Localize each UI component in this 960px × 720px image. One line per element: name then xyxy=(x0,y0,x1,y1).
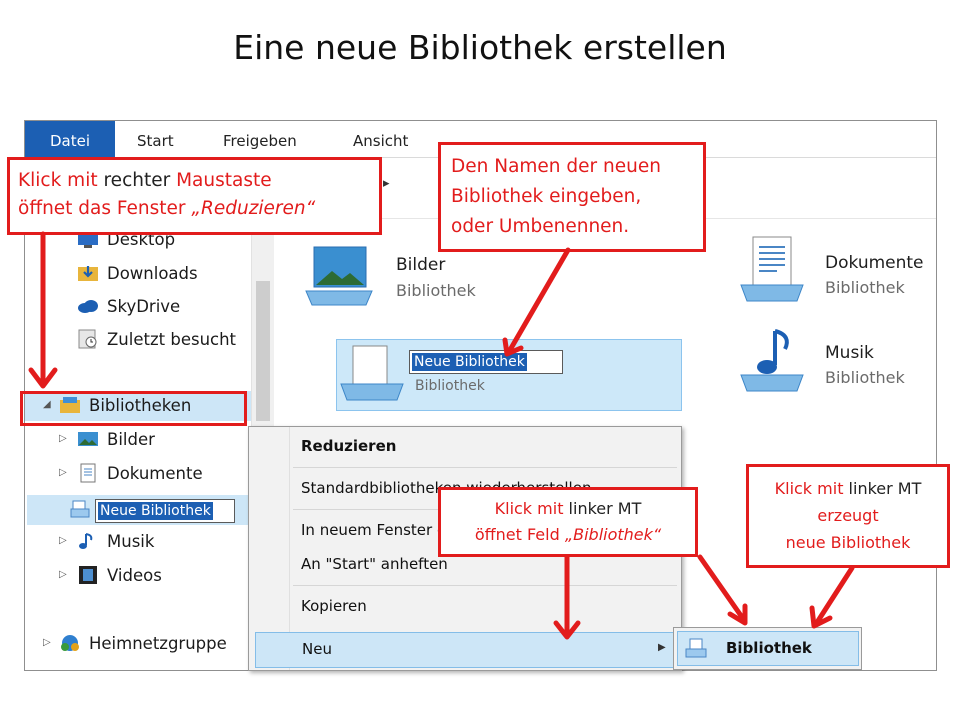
tile-type: Bibliothek xyxy=(825,368,905,387)
callout-field: Klick mit linker MT öffnet Feld „Bibliot… xyxy=(438,487,698,557)
address-chevron-icon[interactable]: ▸ xyxy=(383,176,390,191)
expand-triangle-icon[interactable]: ▷ xyxy=(59,535,67,546)
nav-item-dokumente[interactable]: ▷ Dokumente xyxy=(25,459,251,489)
callout-create: Klick mit linker MT erzeugt neue Bibliot… xyxy=(746,464,950,568)
pictures-library-icon xyxy=(78,432,98,446)
menu-item-an-start-anheften[interactable]: An "Start" anheften xyxy=(301,555,448,573)
callout-text: Klick mit xyxy=(494,499,569,518)
callout-text: Maustaste xyxy=(176,170,272,191)
tab-datei[interactable]: Datei xyxy=(25,121,115,157)
nav-item-heimnetzgruppe[interactable]: ▷ Heimnetzgruppe xyxy=(25,629,251,659)
scrollbar-thumb[interactable] xyxy=(256,281,270,421)
homegroup-icon xyxy=(61,635,79,651)
nav-item-skydrive[interactable]: SkyDrive xyxy=(25,292,251,322)
callout-text: rechter xyxy=(103,170,177,191)
nav-item-label: Heimnetzgruppe xyxy=(89,634,227,653)
film-strip-icon xyxy=(79,566,97,584)
menu-separator xyxy=(293,467,677,468)
expand-triangle-icon[interactable]: ▷ xyxy=(59,467,67,478)
music-note-icon xyxy=(79,533,93,549)
tile-type: Bibliothek xyxy=(396,281,476,300)
callout-text: Klick mit xyxy=(774,479,849,498)
tile-neue-bibliothek[interactable]: Neue Bibliothek Bibliothek xyxy=(336,339,682,411)
menu-item-neu[interactable]: Neu ▶ xyxy=(255,632,675,668)
tile-name: Bilder xyxy=(396,255,446,275)
tile-name: Dokumente xyxy=(825,253,924,273)
nav-rename-field[interactable]: Neue Bibliothek xyxy=(95,499,235,523)
submenu-item-label: Bibliothek xyxy=(726,639,812,657)
callout-text: neue Bibliothek xyxy=(785,533,911,552)
nav-item-label: Bilder xyxy=(107,430,155,449)
tile-type: Bibliothek xyxy=(415,378,485,394)
callout-text: Den Namen der neuen xyxy=(451,156,661,177)
callout-name: Den Namen der neuen Bibliothek eingeben,… xyxy=(438,142,706,252)
tile-musik[interactable]: Musik Bibliothek xyxy=(739,325,929,411)
callout-text: linker MT xyxy=(568,499,642,518)
tile-bilder[interactable]: Bilder Bibliothek xyxy=(304,239,544,329)
nav-item-downloads[interactable]: Downloads xyxy=(25,259,251,289)
expand-triangle-icon[interactable]: ▷ xyxy=(59,433,67,444)
documents-library-icon xyxy=(80,463,96,483)
nav-item-bibliotheken[interactable]: ◢ Bibliotheken xyxy=(25,391,251,421)
menu-item-kopieren[interactable]: Kopieren xyxy=(301,597,367,615)
downloads-folder-icon xyxy=(78,266,98,281)
callout-text: „Reduzieren“ xyxy=(191,198,316,219)
slide-title: Eine neue Bibliothek erstellen xyxy=(233,28,727,67)
nav-item-zuletzt-besucht[interactable]: Zuletzt besucht xyxy=(25,325,251,355)
nav-item-label: Dokumente xyxy=(107,464,203,483)
nav-item-label: Videos xyxy=(107,566,162,585)
nav-item-musik[interactable]: ▷ Musik xyxy=(25,527,251,557)
expand-triangle-icon[interactable]: ◢ xyxy=(43,399,51,410)
nav-item-label: Bibliotheken xyxy=(89,396,192,415)
pictures-library-icon xyxy=(305,246,373,306)
submenu-neu: Bibliothek xyxy=(673,627,862,670)
nav-rename-selection: Neue Bibliothek xyxy=(98,502,213,520)
menu-item-label: Neu xyxy=(302,640,332,658)
menu-item-reduzieren[interactable]: Reduzieren xyxy=(301,437,397,455)
submenu-arrow-icon: ▶ xyxy=(658,642,666,653)
nav-item-label: Zuletzt besucht xyxy=(107,330,237,349)
new-library-icon xyxy=(70,500,90,518)
callout-text: Bibliothek eingeben, xyxy=(451,186,642,207)
menu-separator xyxy=(293,585,677,586)
nav-item-videos[interactable]: ▷ Videos xyxy=(25,561,251,591)
nav-item-label: Musik xyxy=(107,532,155,551)
tile-name: Musik xyxy=(825,343,874,363)
tab-freigeben[interactable]: Freigeben xyxy=(223,132,297,150)
documents-library-icon xyxy=(740,236,804,302)
tile-dokumente[interactable]: Dokumente Bibliothek xyxy=(739,235,929,325)
music-library-icon xyxy=(740,329,804,392)
nav-item-bilder[interactable]: ▷ Bilder xyxy=(25,425,251,455)
callout-text: öffnet das Fenster xyxy=(18,198,192,219)
context-menu-gutter xyxy=(249,427,290,670)
callout-text: linker MT xyxy=(848,479,922,498)
tab-ansicht[interactable]: Ansicht xyxy=(353,132,409,150)
submenu-item-bibliothek[interactable]: Bibliothek xyxy=(677,631,859,666)
library-icon xyxy=(685,638,707,658)
tile-type: Bibliothek xyxy=(825,278,905,297)
tile-rename-selection: Neue Bibliothek xyxy=(412,353,527,371)
new-library-icon xyxy=(340,345,404,401)
callout-text: „Bibliothek“ xyxy=(564,525,662,544)
callout-right-click: Klick mit rechter Maustaste öffnet das F… xyxy=(7,157,382,235)
callout-text: oder Umbenennen. xyxy=(451,216,630,237)
callout-text: Klick mit xyxy=(18,170,104,191)
nav-item-neue-bibliothek[interactable]: Neue Bibliothek xyxy=(27,495,249,525)
recent-places-icon xyxy=(78,329,97,349)
nav-item-label: Downloads xyxy=(107,264,198,283)
expand-triangle-icon[interactable]: ▷ xyxy=(59,569,67,580)
callout-text: öffnet Feld xyxy=(474,525,565,544)
libraries-folder-icon xyxy=(60,397,80,413)
expand-triangle-icon[interactable]: ▷ xyxy=(43,637,51,648)
tab-start[interactable]: Start xyxy=(137,132,174,150)
navigation-pane: Desktop Downloads SkyDrive Zuletzt besuc… xyxy=(25,219,251,670)
nav-item-label: SkyDrive xyxy=(107,297,181,316)
chevron-up-icon[interactable]: ⌃ xyxy=(257,229,269,244)
cloud-icon xyxy=(78,300,98,313)
tile-rename-field[interactable]: Neue Bibliothek xyxy=(409,350,563,374)
callout-text: erzeugt xyxy=(817,506,879,525)
highlight-bibliotheken xyxy=(20,391,247,426)
desktop-icon xyxy=(78,232,98,248)
